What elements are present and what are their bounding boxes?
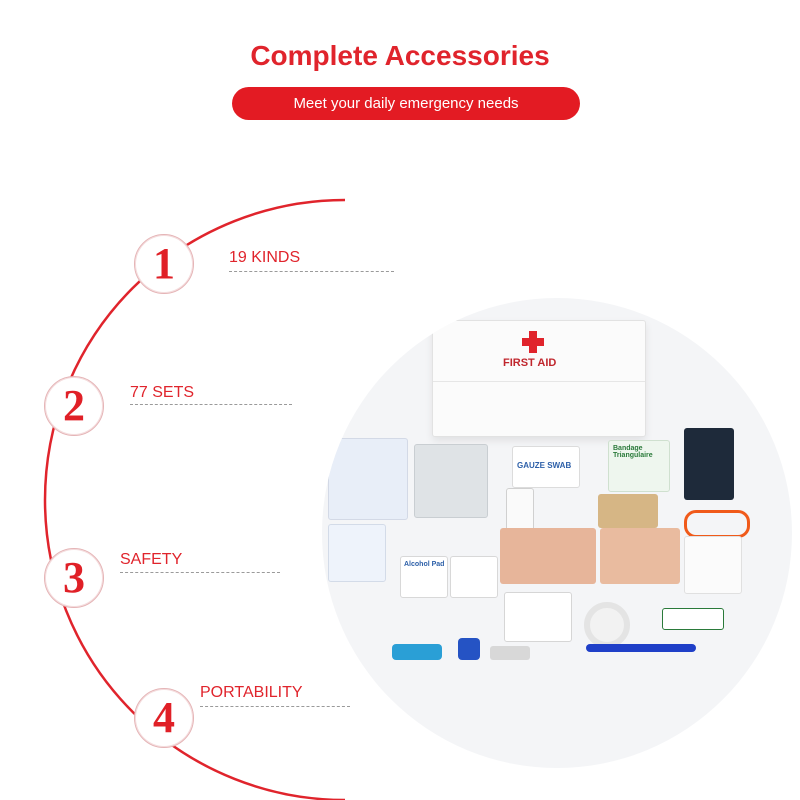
- feature-1-badge: 1: [134, 234, 194, 294]
- wound-dressing: [328, 524, 386, 582]
- cotton-swabs: [598, 494, 658, 528]
- whistle-icon: [392, 644, 442, 660]
- page-title: Complete Accessories: [250, 40, 550, 71]
- boxed-kit: [684, 428, 734, 500]
- feature-1-label: 19 KINDS: [229, 249, 301, 266]
- feature-3-badge: 3: [44, 548, 104, 608]
- box-label: FIRST AID: [503, 357, 557, 369]
- safety-pins: [490, 646, 530, 660]
- green-pad: [662, 608, 724, 630]
- subtitle-pill: Meet your daily emergency needs: [232, 87, 580, 120]
- feature-2-divider: [130, 404, 292, 405]
- adhesive-bandages-2: [600, 528, 680, 584]
- scissors-icon: [684, 510, 750, 538]
- tape-roll: [584, 602, 630, 648]
- feature-3-divider: [120, 572, 280, 573]
- instruction-card: [684, 536, 742, 594]
- product-photo: FIRST AID GAUZE SWAB Bandage Triangulair…: [322, 298, 792, 768]
- gauze-swab: GAUZE SWAB: [512, 446, 580, 488]
- feature-3-label: SAFETY: [120, 551, 183, 568]
- tweezers-icon: [586, 644, 696, 652]
- cpr-mask-pack: [504, 592, 572, 642]
- feature-4-divider: [200, 706, 350, 707]
- adhesive-bandages: [500, 528, 596, 584]
- feature-2-label: 77 SETS: [130, 384, 195, 401]
- triangular-bandage: Bandage Triangulaire: [608, 440, 670, 492]
- feature-2-badge: 2: [44, 376, 104, 436]
- bandage-packet: [328, 438, 408, 520]
- first-aid-box: FIRST AID: [432, 320, 646, 437]
- feature-4-label: PORTABILITY: [200, 684, 303, 701]
- feature-4-badge: 4: [134, 688, 194, 748]
- emergency-blanket: [414, 444, 488, 518]
- feature-1-divider: [229, 271, 394, 272]
- alcohol-pad: Alcohol Pad: [400, 556, 448, 598]
- alcohol-pad-2: [450, 556, 498, 598]
- bottle-cap: [458, 638, 480, 660]
